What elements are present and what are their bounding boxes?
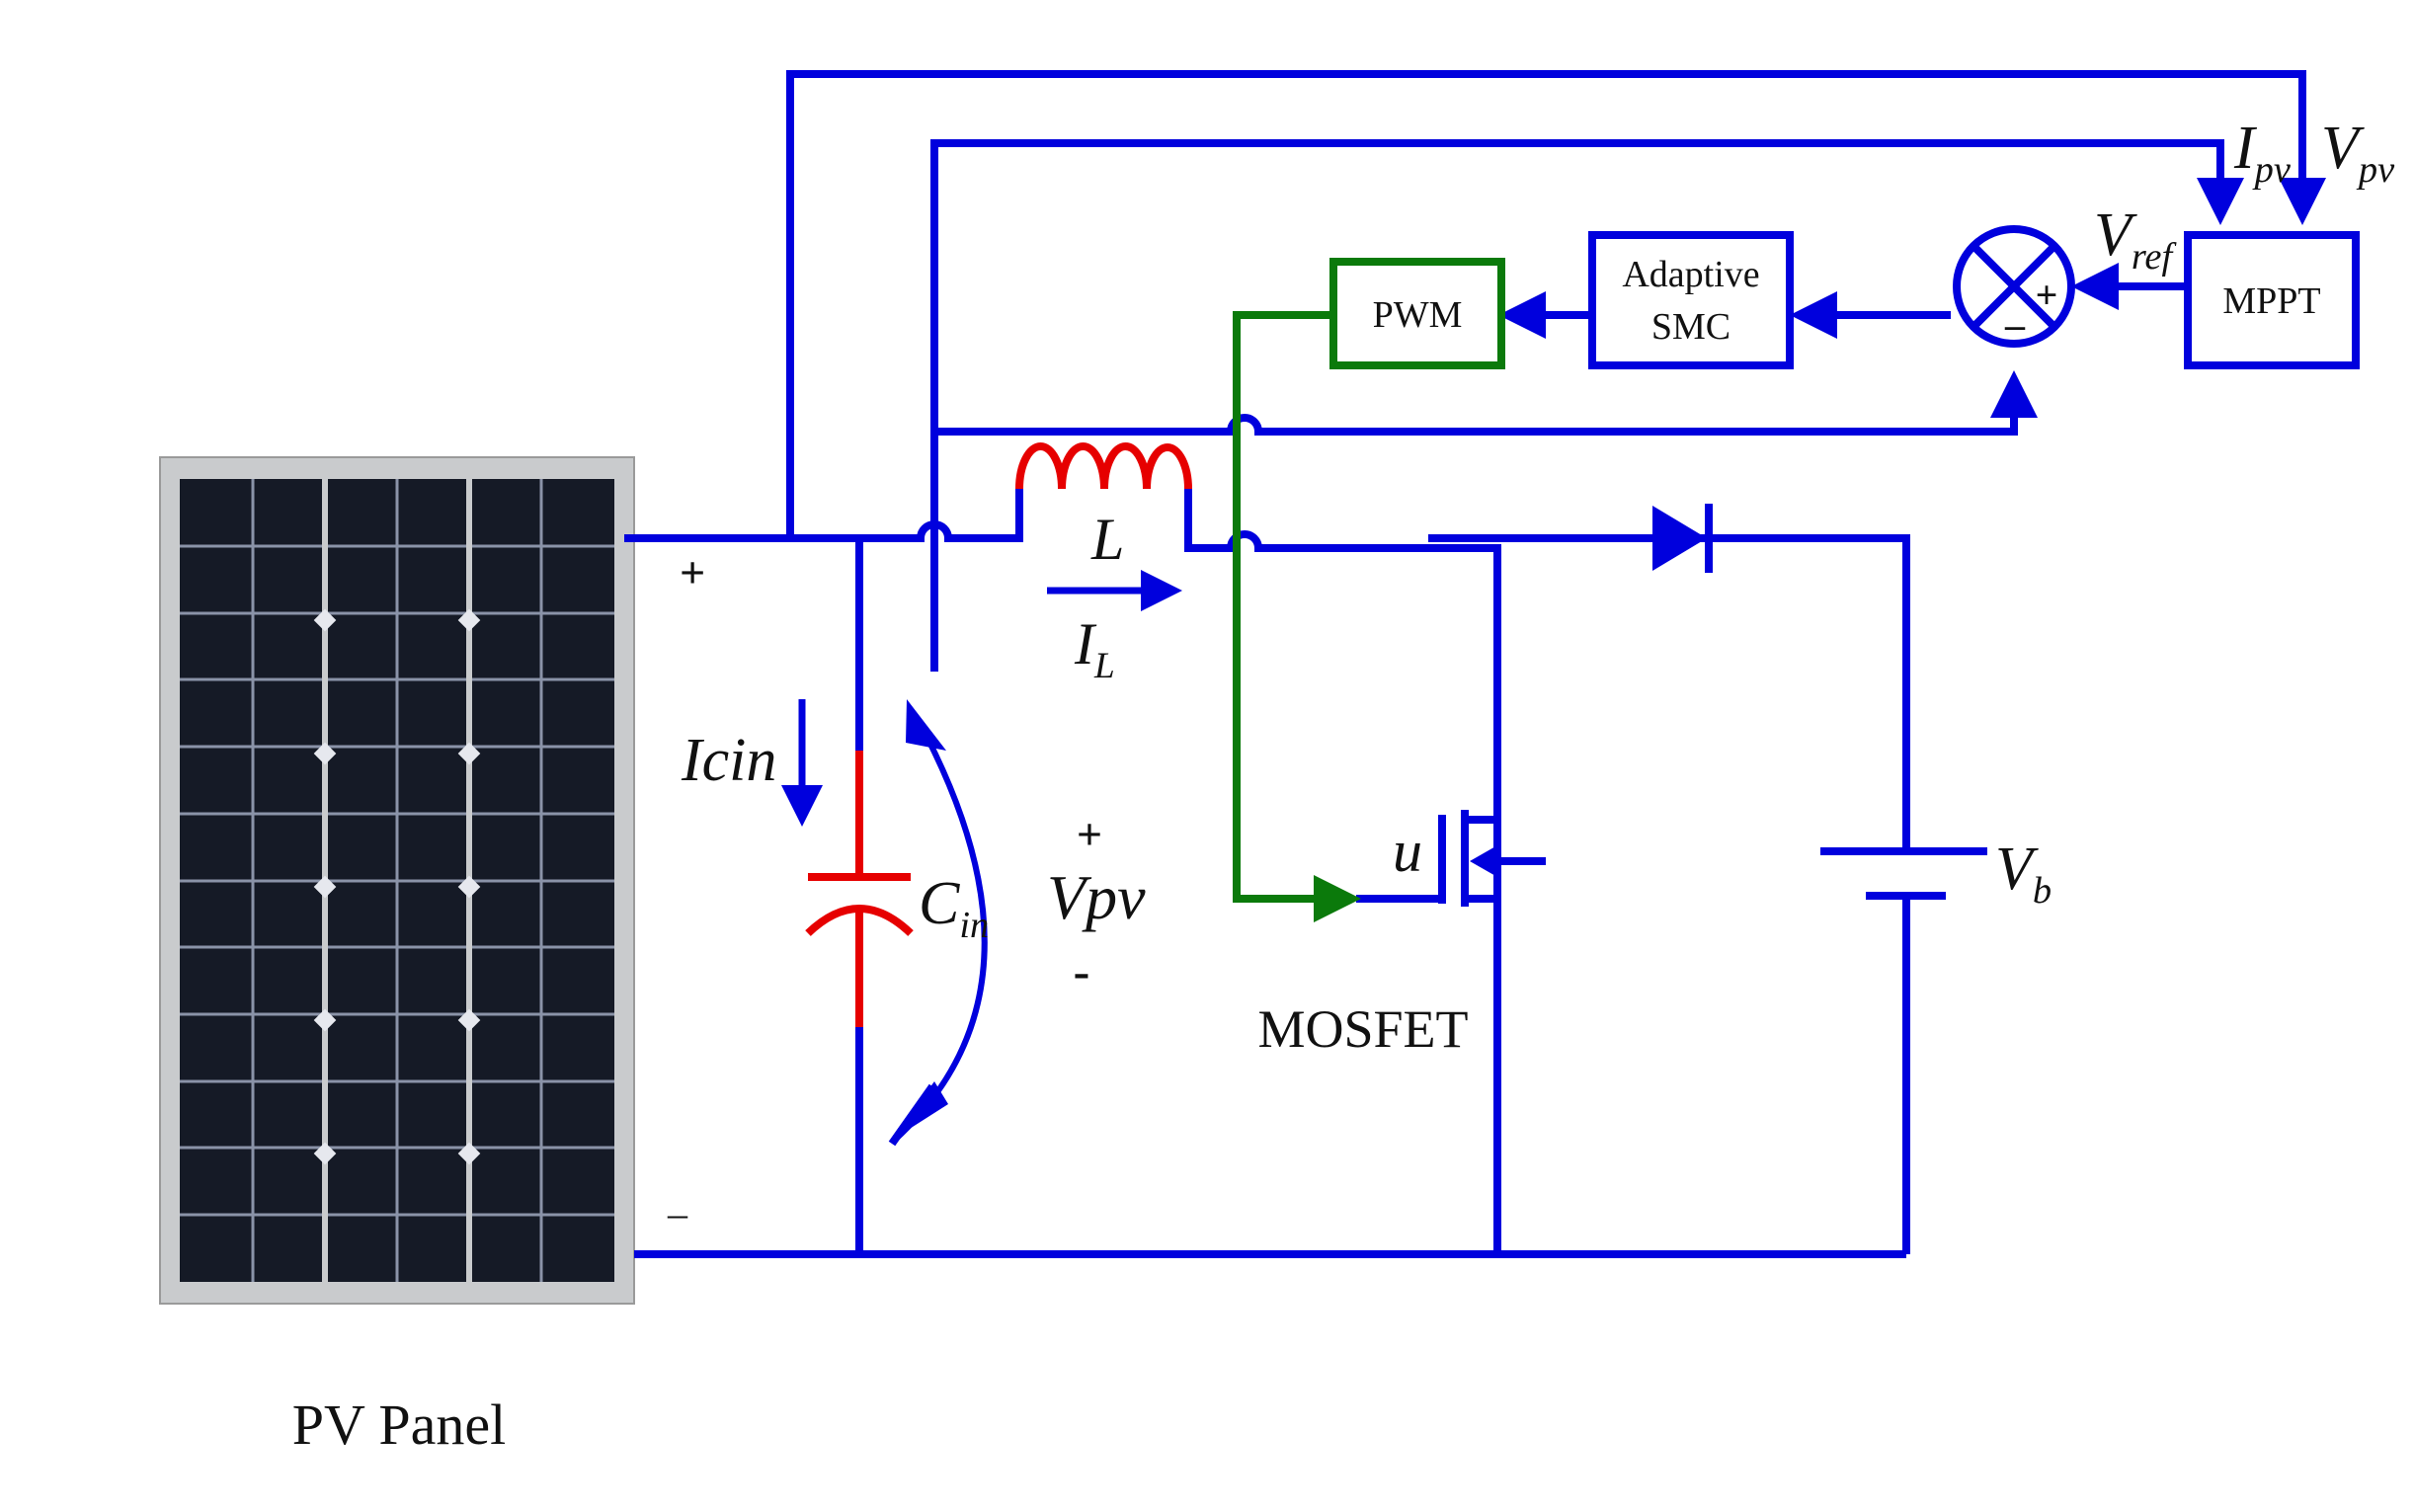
- mppt-label: MPPT: [2222, 280, 2320, 322]
- control-signal-wires: [1498, 263, 2188, 339]
- panel-minus-label: –: [667, 1191, 688, 1235]
- smc-label-line2: SMC: [1651, 306, 1730, 348]
- vpv-measurement-arrow: [888, 699, 988, 1147]
- vb-label: Vb: [1995, 836, 2052, 912]
- vpv-minus-label: -: [1074, 943, 1090, 998]
- icin-label: Icin: [681, 727, 776, 794]
- panel-plus-label: +: [680, 547, 705, 597]
- gate-u-label: u: [1393, 819, 1422, 884]
- vpv-top-label: Vpv: [2321, 115, 2395, 191]
- cin-main: C: [919, 870, 960, 937]
- input-capacitor: [805, 751, 914, 1027]
- pv-panel-caption: PV Panel: [292, 1393, 506, 1457]
- sum-minus-sign: –: [2004, 302, 2026, 347]
- vpv-top-sub: pv: [2356, 149, 2395, 191]
- cin-sub: in: [959, 905, 989, 946]
- vref-main: V: [2094, 201, 2137, 269]
- vb-sub: b: [2033, 870, 2052, 912]
- vref-label: Vref: [2094, 201, 2177, 278]
- il-main: I: [1074, 611, 1097, 676]
- mosfet-caption: MOSFET: [1257, 999, 1468, 1059]
- diode: [1652, 504, 1713, 573]
- battery: [1820, 847, 1987, 900]
- ipv-label: Ipv: [2233, 115, 2292, 191]
- ipv-sub: pv: [2252, 149, 2292, 191]
- cin-label: Cin: [919, 870, 989, 946]
- pwm-block: PWM: [1329, 258, 1505, 369]
- current-arrows: [781, 570, 1182, 827]
- smc-label-line1: Adaptive: [1622, 254, 1759, 295]
- gate-drive-wire: [1233, 311, 1361, 922]
- mosfet: [1356, 810, 1546, 907]
- summing-junction: + –: [1953, 225, 2075, 348]
- vpv-top-main: V: [2321, 115, 2365, 182]
- ipv-main: I: [2233, 115, 2258, 182]
- mppt-block: MPPT: [2184, 231, 2360, 369]
- vref-sub: ref: [2132, 236, 2178, 278]
- sum-plus-sign: +: [2036, 273, 2058, 317]
- adaptive-smc-block: Adaptive SMC: [1588, 231, 1794, 369]
- vb-main: V: [1995, 836, 2039, 903]
- inductor-label: L: [1090, 507, 1124, 572]
- il-label: IL: [1074, 611, 1115, 686]
- vpv-plus-label: +: [1077, 809, 1102, 859]
- pwm-label: PWM: [1373, 294, 1463, 336]
- vpv-mid-label: Vpv: [1047, 862, 1146, 932]
- il-sub: L: [1093, 646, 1115, 686]
- power-wiring: [624, 70, 2326, 1258]
- inductor: [1015, 442, 1192, 490]
- pv-panel-image: [159, 456, 635, 1305]
